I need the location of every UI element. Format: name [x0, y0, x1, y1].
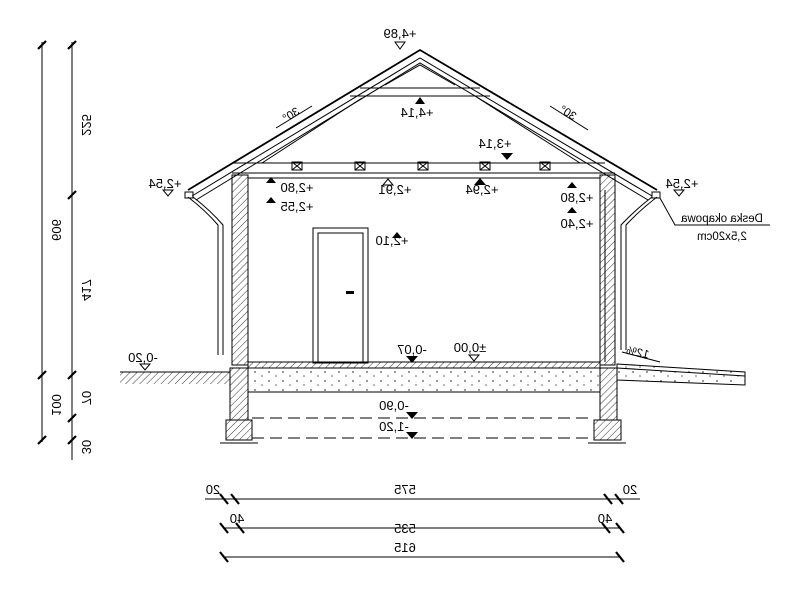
- dim-row1-right: 20: [623, 482, 637, 497]
- dim-plinth: 70: [79, 391, 94, 405]
- dim-row2-middle: 535: [394, 521, 416, 536]
- dim-roof-height: 225: [79, 114, 94, 136]
- dim-row1-left: 20: [206, 482, 220, 497]
- level-eave-left: +2,54: [149, 176, 182, 191]
- ceiling-joist-markers: [291, 161, 551, 171]
- level-right-top: +2,80: [561, 190, 594, 205]
- dim-row2-left: 40: [230, 511, 244, 526]
- ramp-slope: 12%: [625, 345, 650, 362]
- level-left-top: +2,80: [281, 180, 314, 195]
- vertical-dimensions: 606 100 225 417 70 30: [37, 40, 94, 460]
- walls: [231, 174, 616, 366]
- dim-wall-height: 417: [79, 279, 94, 301]
- level-foundation-top: -0,90: [379, 398, 409, 413]
- level-left-plate: +2,55: [281, 199, 314, 214]
- level-door-top: +2,10: [376, 233, 409, 248]
- roof-pitch-right: 30°: [557, 104, 578, 123]
- level-ceiling-beam: +3,14: [479, 136, 512, 151]
- horizontal-dimensions: 20 575 20 40 535 40 615: [205, 482, 640, 563]
- downspouts: [184, 191, 661, 355]
- door-handle: [346, 291, 354, 294]
- dim-row1-middle: 575: [394, 482, 416, 497]
- level-labels: +4,89 +4,14 +3,14 +2,54 +2,54 +2,80 +2,5…: [128, 26, 698, 434]
- level-floor: -0,07: [397, 342, 427, 357]
- note-line2: 2,5x20cm: [697, 231, 747, 243]
- dim-below-grade: 100: [49, 394, 64, 416]
- level-ground: -0,20: [128, 350, 158, 365]
- dim-footing: 30: [79, 440, 94, 454]
- level-eave-right: +2,54: [666, 176, 699, 191]
- level-ceiling-right: +2,94: [466, 182, 499, 197]
- floor-and-foundation: [120, 361, 746, 444]
- level-markers: [138, 41, 686, 439]
- level-ridge: +4,89: [384, 26, 417, 41]
- dim-total-height: 606: [49, 219, 64, 241]
- dim-row2-right: 40: [598, 511, 612, 526]
- level-foundation-bottom: -1,20: [379, 419, 409, 434]
- note-line1: Deska okapowa: [680, 213, 762, 225]
- fascia-board-note: Deska okapowa 2,5x20cm: [659, 197, 770, 243]
- level-collar: +4,14: [401, 105, 434, 120]
- level-right-plate: +2,40: [561, 216, 594, 231]
- level-zero: ±0,00: [454, 340, 486, 355]
- dim-row3-total: 615: [394, 540, 416, 555]
- level-ceiling-left: +2,91: [379, 182, 412, 197]
- roof: [187, 48, 658, 201]
- door: [312, 227, 369, 364]
